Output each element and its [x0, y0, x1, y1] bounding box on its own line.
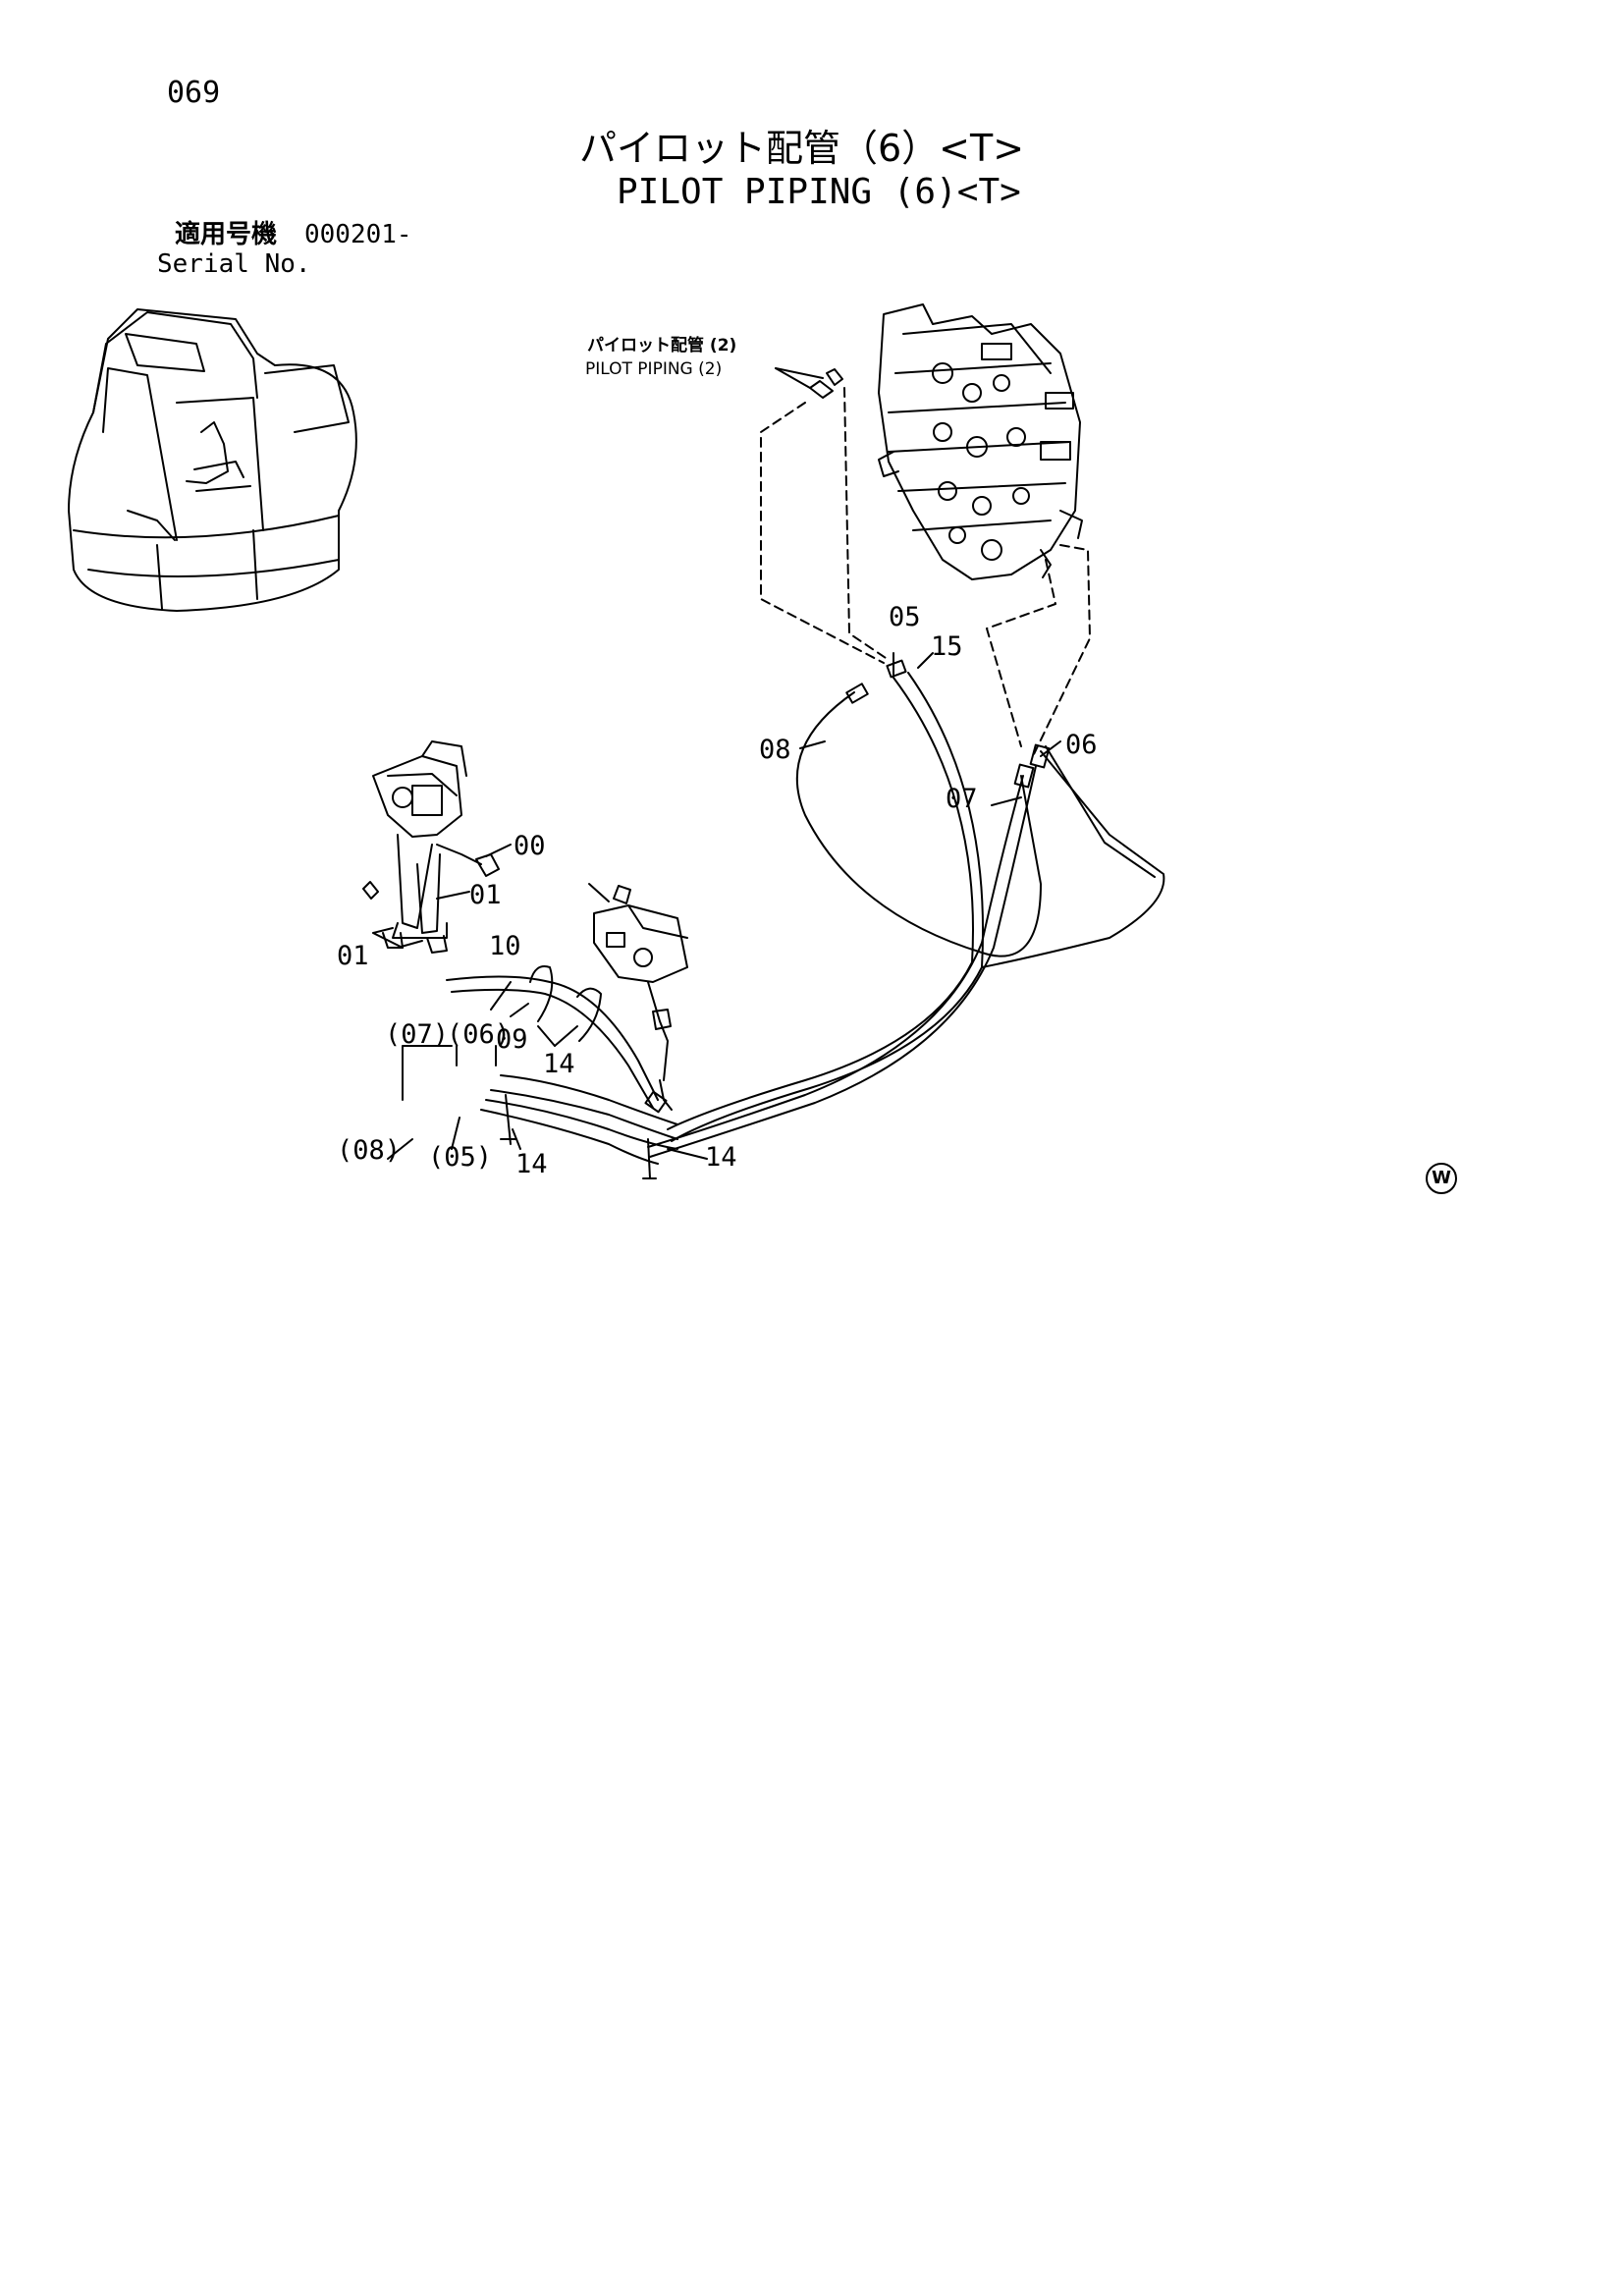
- callout-05-parenthesized: (05): [428, 1142, 493, 1173]
- callout-07: 07: [946, 784, 978, 814]
- callout-08-parenthesized: (08): [337, 1135, 402, 1166]
- title-english: PILOT PIPING (6)<T>: [617, 172, 1021, 212]
- machine-overview-illustration: [68, 308, 357, 612]
- serial-label-japanese: 適用号機: [175, 220, 278, 249]
- callout-14-right: 14: [705, 1142, 737, 1173]
- reference-label-english: PILOT PIPING (2): [585, 359, 723, 379]
- serial-label-english: Serial No.: [157, 249, 311, 279]
- callout-14-lower: 14: [515, 1149, 548, 1179]
- control-valve-assembly: [878, 303, 1083, 580]
- hose-bundle: [446, 672, 1165, 1165]
- callout-05-top: 05: [889, 602, 921, 632]
- callout-15: 15: [931, 631, 963, 662]
- callout-10: 10: [489, 931, 521, 961]
- callout-01-left: 01: [337, 941, 369, 971]
- callout-06: 06: [1065, 730, 1098, 760]
- callout-06-parenthesized: (06): [447, 1019, 512, 1050]
- serial-number-value: 000201-: [304, 220, 412, 249]
- title-japanese: パイロット配管（6）<T>: [579, 127, 1025, 170]
- callout-07-parenthesized: (07): [385, 1019, 450, 1050]
- callout-00: 00: [514, 831, 546, 861]
- revision-w-mark: W: [1426, 1163, 1457, 1194]
- pilot-valve-assembly: [362, 740, 500, 954]
- callout-01-right: 01: [469, 880, 502, 910]
- reference-label-japanese: パイロット配管 (2): [587, 336, 737, 355]
- callout-14-middle: 14: [543, 1049, 575, 1079]
- callout-09: 09: [496, 1024, 528, 1055]
- solenoid-valve-block: [588, 883, 688, 1111]
- hidden-pipe-routing: [760, 387, 1091, 757]
- callout-08: 08: [759, 735, 791, 765]
- page-number: 069: [167, 76, 221, 110]
